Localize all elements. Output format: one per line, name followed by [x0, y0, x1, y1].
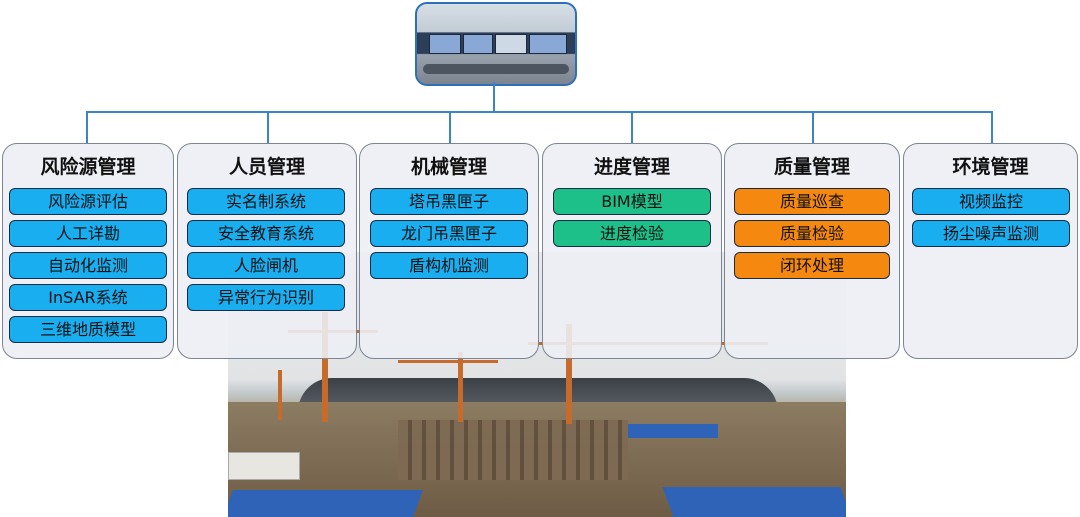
panel-title: 人员管理 [228, 156, 305, 178]
site-office [228, 452, 300, 480]
crane-jib-3 [398, 360, 498, 363]
horizontal-connector [86, 111, 993, 113]
panel-title: 环境管理 [952, 156, 1029, 178]
item-box[interactable]: 风险源评估 [9, 188, 167, 215]
item-box[interactable]: 三维地质模型 [9, 316, 167, 343]
item-box[interactable]: 实名制系统 [187, 188, 345, 215]
item-box[interactable]: 塔吊黑匣子 [370, 188, 528, 215]
item-box[interactable]: 质量巡查 [734, 188, 890, 215]
control-desk [423, 64, 569, 74]
item-box[interactable]: 人工详勘 [9, 220, 167, 247]
item-box[interactable]: 安全教育系统 [187, 220, 345, 247]
video-wall-screen [463, 34, 493, 54]
trunk-connector [493, 82, 495, 112]
item-box[interactable]: 质量检验 [734, 220, 890, 247]
item-box[interactable]: 扬尘噪声监测 [912, 220, 1070, 247]
branch-connector [449, 111, 451, 143]
branch-connector [991, 111, 993, 143]
item-box[interactable]: 龙门吊黑匣子 [370, 220, 528, 247]
item-box[interactable]: 视频监控 [912, 188, 1070, 215]
item-box[interactable]: 进度检验 [553, 220, 711, 247]
video-wall-screen [495, 34, 527, 54]
tower-crane-3 [458, 352, 463, 422]
blue-shed [628, 424, 718, 438]
item-box[interactable]: 人脸闸机 [187, 252, 345, 279]
video-wall-screen [429, 34, 461, 54]
tower-crane-2 [566, 324, 572, 424]
panel-title: 机械管理 [410, 156, 487, 178]
monitoring-center-image [415, 2, 577, 86]
blue-roof-left [228, 490, 423, 517]
tower-crane-1 [322, 312, 328, 422]
category-panel-machinery: 机械管理 塔吊黑匣子 龙门吊黑匣子 盾构机监测 [359, 143, 539, 359]
category-panel-quality: 质量管理 质量巡查 质量检验 闭环处理 [724, 143, 900, 359]
video-wall-screen [529, 34, 567, 54]
category-panel-personnel: 人员管理 实名制系统 安全教育系统 人脸闸机 异常行为识别 [177, 143, 357, 359]
branch-connector [631, 111, 633, 143]
branch-connector [267, 111, 269, 143]
item-box[interactable]: 异常行为识别 [187, 284, 345, 311]
tower-crane-4 [278, 370, 282, 420]
category-panel-environment: 环境管理 视频监控 扬尘噪声监测 [903, 143, 1078, 359]
item-box[interactable]: 盾构机监测 [370, 252, 528, 279]
panel-title: 质量管理 [773, 156, 850, 178]
item-box[interactable]: 闭环处理 [734, 252, 890, 279]
excavation-pit [398, 420, 628, 480]
item-box[interactable]: InSAR系统 [9, 284, 167, 311]
item-box[interactable]: 自动化监测 [9, 252, 167, 279]
category-panel-progress: 进度管理 BIM模型 进度检验 [542, 143, 722, 359]
panel-title: 进度管理 [593, 156, 670, 178]
panel-title: 风险源管理 [40, 156, 136, 178]
item-box[interactable]: BIM模型 [553, 188, 711, 215]
branch-connector [812, 111, 814, 143]
blue-roof-right [662, 487, 846, 517]
branch-connector [86, 111, 88, 143]
category-panel-risk: 风险源管理 风险源评估 人工详勘 自动化监测 InSAR系统 三维地质模型 [2, 143, 174, 359]
